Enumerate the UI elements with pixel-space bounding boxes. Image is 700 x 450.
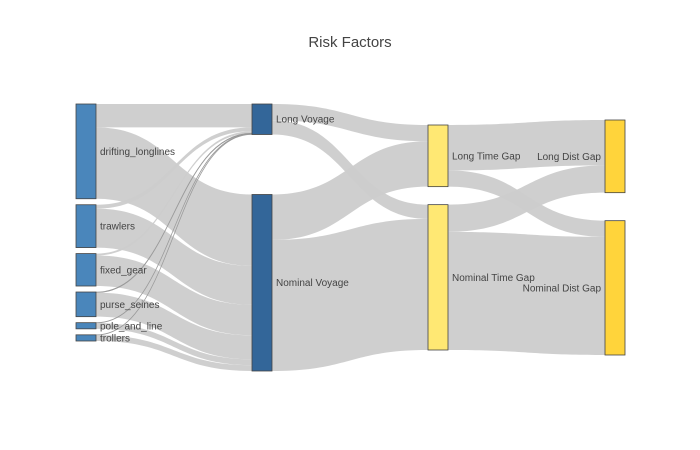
node-label-nominal-voyage: Nominal Voyage: [276, 278, 349, 289]
node-trawlers[interactable]: [75, 204, 97, 248]
node-long-dist-gap[interactable]: [604, 119, 626, 194]
node-long-voyage[interactable]: [251, 103, 273, 135]
node-label-fixed-gear: fixed_gear: [100, 265, 147, 276]
link-nominal-voyage-to-nominal-time-gap[interactable]: [272, 218, 428, 371]
node-pole-and-line[interactable]: [75, 322, 97, 330]
node-label-nominal-dist-gap: Nominal Dist Gap: [523, 283, 602, 294]
node-trollers[interactable]: [75, 334, 97, 342]
link-drifting-longlines-to-long-voyage[interactable]: [96, 104, 252, 128]
link-nominal-time-gap-to-long-dist-gap[interactable]: [448, 165, 605, 232]
node-label-long-voyage: Long Voyage: [276, 115, 335, 126]
link-pole-and-line-to-nominal-voyage[interactable]: [96, 322, 252, 366]
link-trawlers-to-nominal-voyage[interactable]: [96, 208, 252, 305]
node-label-trawlers: trawlers: [100, 222, 135, 233]
link-trollers-to-nominal-voyage[interactable]: [96, 335, 252, 371]
sankey-nodes: [75, 103, 626, 372]
node-label-long-time-gap: Long Time Gap: [452, 151, 521, 162]
node-label-purse-seines: purse_seines: [100, 300, 159, 311]
node-nominal-dist-gap[interactable]: [604, 220, 626, 356]
node-label-drifting-longlines: drifting_longlines: [100, 147, 175, 158]
node-drifting-longlines[interactable]: [75, 103, 97, 200]
node-nominal-voyage[interactable]: [251, 194, 273, 372]
node-label-pole-and-line: pole_and_line: [100, 321, 163, 332]
node-purse-seines[interactable]: [75, 291, 97, 318]
link-long-time-gap-to-long-dist-gap[interactable]: [448, 120, 605, 171]
link-trawlers-to-long-voyage[interactable]: [96, 127, 252, 209]
link-fixed-gear-to-long-voyage[interactable]: [96, 131, 252, 256]
node-nominal-time-gap[interactable]: [427, 204, 449, 351]
link-purse-seines-to-nominal-voyage[interactable]: [96, 292, 252, 360]
node-label-long-dist-gap: Long Dist Gap: [537, 152, 601, 163]
link-nominal-time-gap-to-nominal-dist-gap[interactable]: [448, 231, 605, 355]
chart-title: Risk Factors: [308, 34, 392, 51]
node-long-time-gap[interactable]: [427, 124, 449, 188]
sankey-labels: drifting_longlines trawlers fixed_gearpurs…: [100, 115, 601, 345]
link-long-voyage-to-long-time-gap[interactable]: [272, 104, 428, 142]
link-drifting-longlines-to-nominal-voyage[interactable]: [96, 127, 252, 266]
node-fixed-gear[interactable]: [75, 253, 97, 287]
link-nominal-voyage-to-long-time-gap[interactable]: [272, 141, 428, 240]
node-label-trollers: trollers: [100, 333, 130, 344]
sankey-links: [95, 104, 605, 371]
node-label-nominal-time-gap: Nominal Time Gap: [452, 273, 535, 284]
